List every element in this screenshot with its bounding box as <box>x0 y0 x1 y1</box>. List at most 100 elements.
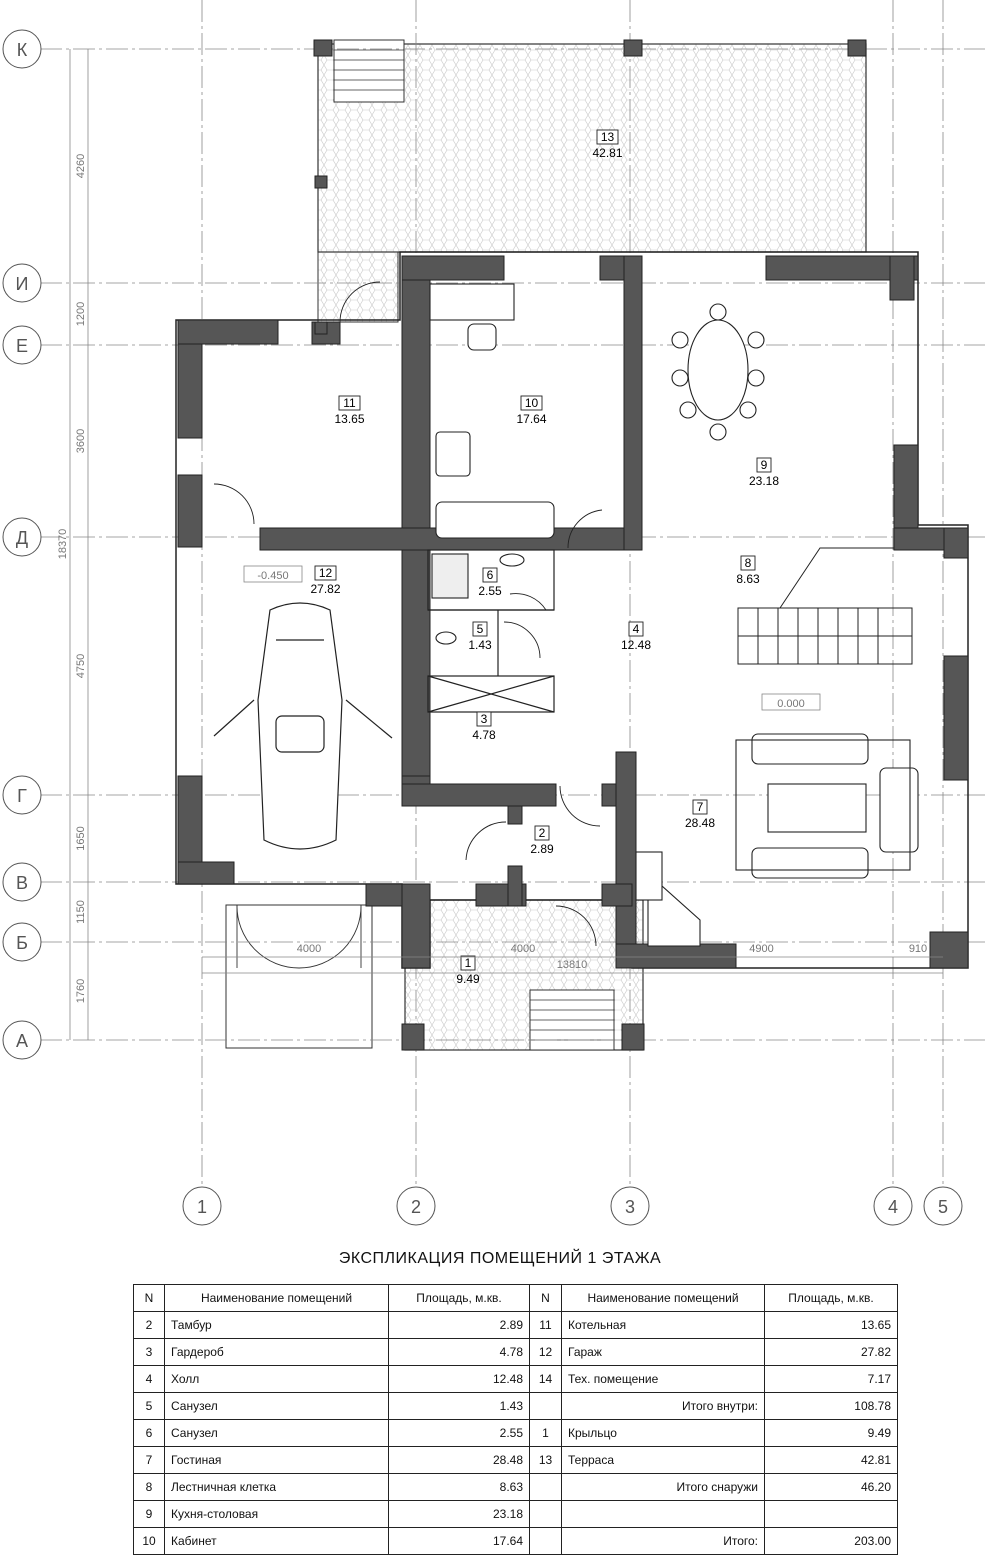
room-label: 34.78 <box>472 711 496 742</box>
dimension-text: 13810 <box>557 959 588 971</box>
cell-n: 9 <box>133 1500 165 1528</box>
level-floor: 0.000 <box>777 698 805 710</box>
dimension-text: 4000 <box>511 943 535 955</box>
cell-area: 46.20 <box>764 1473 898 1501</box>
cell-name: Тамбур <box>164 1311 389 1339</box>
cell-n: 10 <box>133 1527 165 1555</box>
cell-n: 14 <box>529 1365 562 1393</box>
room-area: 23.18 <box>749 474 779 488</box>
room-number: 2 <box>539 826 546 840</box>
room-area: 8.63 <box>736 572 760 586</box>
header-area: Площадь, м.кв. <box>388 1284 530 1312</box>
room-label: 10 17.64 <box>516 395 547 426</box>
header-area: Площадь, м.кв. <box>764 1284 898 1312</box>
room-number-box <box>520 395 543 411</box>
room-number: 12 <box>319 566 333 580</box>
room-number: 4 <box>633 622 640 636</box>
room-number: 13 <box>601 130 615 144</box>
cell-n: 13 <box>529 1446 562 1474</box>
cell-n: 11 <box>529 1311 562 1339</box>
grid-row-bubble <box>2 263 42 303</box>
room-area: 9.49 <box>456 972 480 986</box>
floor-plan: -0.450 0.000 19.4922.8934.78412.4851.436… <box>2 0 985 1226</box>
room-area: 13.65 <box>334 412 364 426</box>
cell-name: Гардероб <box>164 1338 389 1366</box>
room-area: 17.64 <box>516 412 546 426</box>
grid-row-bubble <box>2 1020 42 1060</box>
room-area: 4.78 <box>472 728 496 742</box>
cell-area: 7.17 <box>764 1365 898 1393</box>
grid-col-bubble <box>396 1186 436 1226</box>
cell-name: Холл <box>164 1365 389 1393</box>
room-area: 12.48 <box>621 638 651 652</box>
room-number-box <box>482 567 498 583</box>
cell-name: Санузел <box>164 1419 389 1447</box>
cell-n <box>529 1527 562 1555</box>
room-number: 10 <box>525 396 539 410</box>
dimension-text: 3600 <box>75 429 87 453</box>
cell-name: Тех. помещение <box>561 1365 765 1393</box>
cell-n: 4 <box>133 1365 165 1393</box>
cell-area: 2.89 <box>388 1311 530 1339</box>
cell-n: 5 <box>133 1392 165 1420</box>
grid-col-bubble <box>610 1186 650 1226</box>
room-label: 22.89 <box>530 825 554 856</box>
cell-area: 9.49 <box>764 1419 898 1447</box>
room-number-box <box>534 825 550 841</box>
room-number-box <box>596 129 619 145</box>
car-icon <box>213 602 393 850</box>
cell-area: 108.78 <box>764 1392 898 1420</box>
cell-name: Итого внутри: <box>561 1392 765 1420</box>
cell-name: Итого снаружи <box>561 1473 765 1501</box>
cell-area: 27.82 <box>764 1338 898 1366</box>
grid-row-bubble <box>2 862 42 902</box>
cell-n: 12 <box>529 1338 562 1366</box>
grid-row-bubble <box>2 29 42 69</box>
cell-n <box>529 1392 562 1420</box>
room-label: 62.55 <box>478 567 502 598</box>
grid-col-bubble <box>873 1186 913 1226</box>
cell-n: 6 <box>133 1419 165 1447</box>
level-garage: -0.450 <box>257 570 288 582</box>
cell-n: 8 <box>133 1473 165 1501</box>
terrace-floor <box>317 43 867 253</box>
dimension-text: 1760 <box>75 979 87 1003</box>
cell-name: Кабинет <box>164 1527 389 1555</box>
room-number: 8 <box>745 556 752 570</box>
grid-row-label: А <box>16 1031 28 1051</box>
terrace-lower-floor <box>317 251 399 323</box>
cell-name: Гостиная <box>164 1446 389 1474</box>
table-title: ЭКСПЛИКАЦИЯ ПОМЕЩЕНИЙ 1 ЭТАЖА <box>338 1250 662 1267</box>
grid-col-bubble <box>182 1186 222 1226</box>
room-area: 2.89 <box>530 842 554 856</box>
grid-col-label: 5 <box>938 1197 948 1217</box>
cell-name: Терраса <box>561 1446 765 1474</box>
cell-area <box>764 1500 898 1528</box>
cell-area: 2.55 <box>388 1419 530 1447</box>
grid-row-label: К <box>17 40 28 60</box>
room-number: 9 <box>761 458 768 472</box>
grid-row-label: В <box>16 873 28 893</box>
table-header-row: N Наименование помещений Площадь, м.кв. … <box>133 1284 898 1312</box>
dimension-text: 1650 <box>75 826 87 850</box>
grid-row-bubble <box>2 922 42 962</box>
cell-name: Кухня-столовая <box>164 1500 389 1528</box>
header-name: Наименование помещений <box>164 1284 389 1312</box>
room-area: 1.43 <box>468 638 492 652</box>
rooms-table: N Наименование помещений Площадь, м.кв. … <box>133 1284 898 1555</box>
cell-n: 2 <box>133 1311 165 1339</box>
room-label: 88.63 <box>736 555 760 586</box>
room-area: 42.81 <box>592 146 622 160</box>
room-number-box <box>740 555 756 571</box>
header-name: Наименование помещений <box>561 1284 765 1312</box>
grid-col-label: 4 <box>888 1197 898 1217</box>
room-label: 923.18 <box>749 457 779 488</box>
cell-area: 23.18 <box>388 1500 530 1528</box>
room-number: 3 <box>481 712 488 726</box>
grid-row-bubble <box>2 517 42 557</box>
dimension-text: 4260 <box>75 154 87 178</box>
